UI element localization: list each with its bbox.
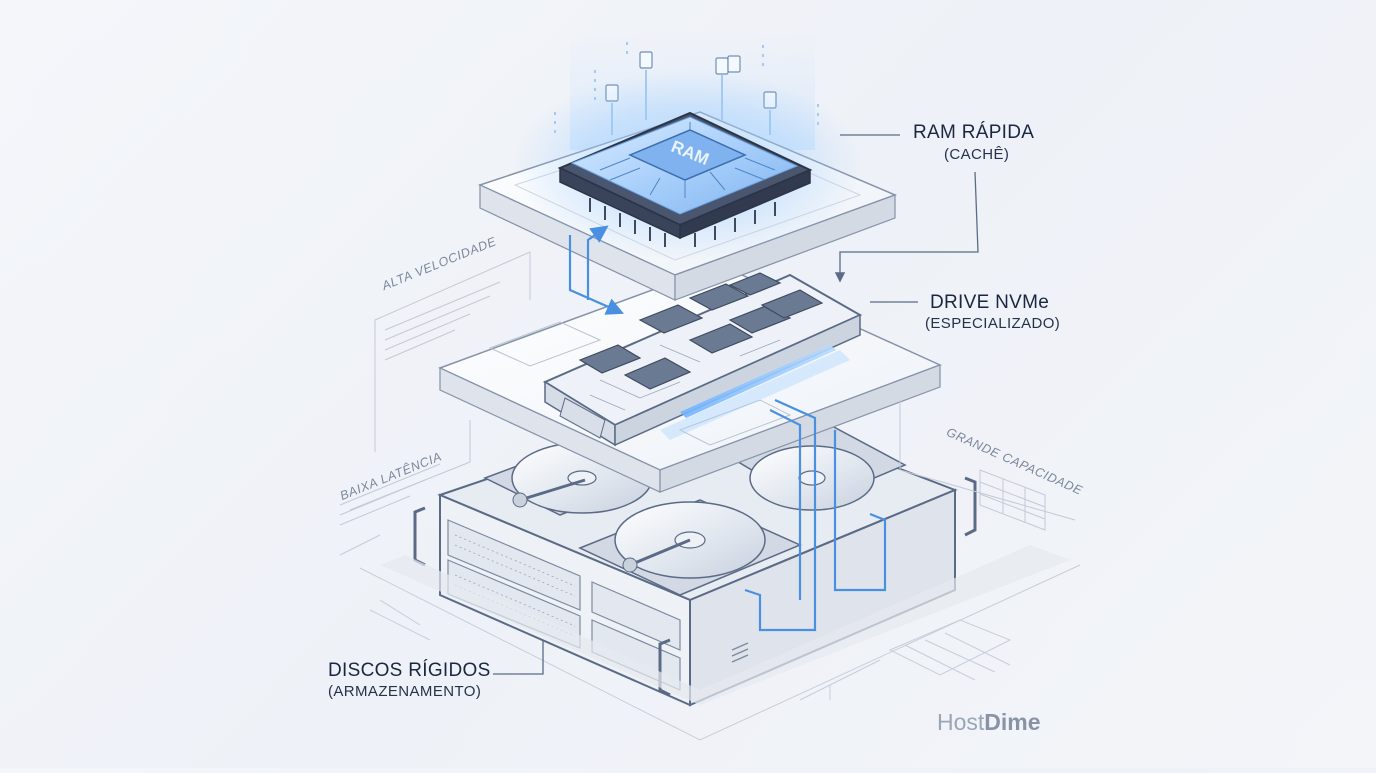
hdd-label-subtitle: (ARMAZENAMENTO) [328,683,482,700]
callout-lines [493,134,979,675]
brand-part-dime: Dime [984,709,1041,735]
nvme-drive [542,272,863,447]
side-annotation-frames [339,251,1076,531]
ram-chip [557,111,813,247]
floor-guides [339,534,1081,741]
nvme-label-title: DRIVE NVMe [930,292,1050,313]
flow-arrows [568,225,887,632]
brand-logo: HostDime [937,709,1041,736]
ram-label-title: RAM RÁPIDA [913,122,1035,143]
nvme-label-subtitle: (ESPECIALIZADO) [925,315,1061,332]
brand-part-host: Host [937,709,985,735]
hdd-platform [380,545,1070,705]
ram-label-subtitle: (CACHÊ) [944,146,1010,163]
hdd-label-title: DISCOS RÍGIDOS [328,660,491,681]
